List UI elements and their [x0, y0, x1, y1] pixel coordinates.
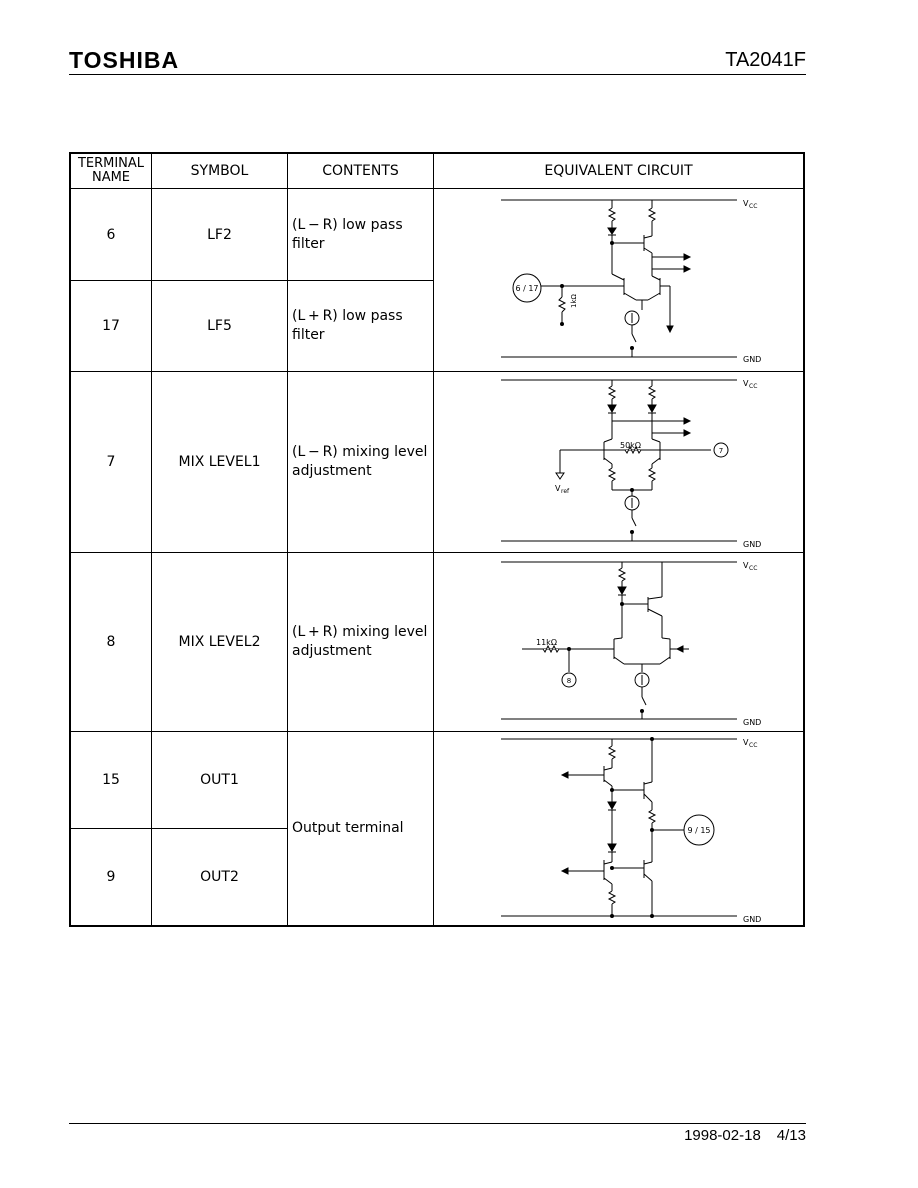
svg-text:V: V	[743, 199, 749, 208]
svg-text:8: 8	[567, 677, 571, 685]
document-date: 1998-02-18	[684, 1127, 761, 1144]
terminal-symbol: LF2	[207, 226, 232, 243]
circuit-output: V CC GND	[501, 737, 761, 924]
header-contents: CONTENTS	[322, 163, 399, 179]
circuit-mix-level1: V CC GND 7 50kΩ	[501, 379, 761, 549]
col-divider	[151, 154, 152, 925]
svg-text:7: 7	[719, 447, 723, 455]
terminal-symbol: LF5	[207, 318, 232, 334]
terminal-number: 7	[106, 454, 116, 470]
part-number: TA2041F	[725, 49, 806, 71]
svg-text:V: V	[743, 379, 749, 388]
footer-rule	[69, 1123, 806, 1124]
svg-text:CC: CC	[749, 565, 757, 572]
svg-text:11kΩ: 11kΩ	[536, 638, 557, 647]
terminal-contents: (L − R) mixing level adjustment	[292, 444, 428, 479]
svg-text:GND: GND	[743, 540, 761, 549]
svg-text:ref: ref	[561, 488, 570, 495]
svg-text:CC: CC	[749, 383, 757, 390]
svg-text:9 / 15: 9 / 15	[687, 826, 710, 835]
svg-text:1kΩ: 1kΩ	[570, 293, 578, 308]
terminal-symbol: OUT1	[200, 772, 239, 788]
circuit-lowpass-filter: V CC GND	[501, 199, 761, 364]
svg-text:6 / 17: 6 / 17	[515, 284, 538, 293]
svg-text:V: V	[555, 484, 561, 493]
svg-text:GND: GND	[743, 355, 761, 364]
page-footer: 1998-02-18 4/13	[684, 1127, 806, 1144]
terminal-number: 9	[106, 869, 116, 885]
svg-text:GND: GND	[743, 915, 761, 924]
terminal-number: 8	[106, 634, 116, 650]
terminal-number: 15	[102, 772, 120, 788]
svg-text:50kΩ: 50kΩ	[620, 441, 641, 450]
row-divider	[71, 188, 803, 189]
terminal-number: 6	[106, 226, 116, 243]
terminal-table: TERMINAL NAME SYMBOL CONTENTS EQUIVALENT…	[69, 152, 805, 927]
svg-text:V: V	[743, 738, 749, 747]
svg-text:CC: CC	[749, 742, 757, 749]
terminal-contents: (L + R) mixing level adjustment	[292, 624, 428, 659]
page-number: 4/13	[776, 1127, 806, 1144]
terminal-number: 17	[102, 318, 120, 334]
row-divider	[71, 371, 803, 372]
terminal-symbol: MIX LEVEL1	[178, 454, 261, 470]
header-rule	[69, 74, 806, 75]
svg-text:GND: GND	[743, 718, 761, 727]
equivalent-circuits: V CC GND	[501, 199, 761, 924]
row-divider	[71, 280, 433, 281]
col-divider	[433, 154, 434, 925]
svg-text:V: V	[743, 561, 749, 570]
terminal-contents: Output terminal	[292, 820, 404, 836]
row-divider	[71, 828, 287, 829]
terminal-contents: (L − R) low pass filter	[292, 216, 403, 252]
terminal-contents: (L + R) low pass filter	[292, 308, 403, 343]
col-divider	[287, 154, 288, 925]
header-terminal-name: TERMINAL NAME	[77, 156, 145, 185]
header-symbol: SYMBOL	[190, 163, 249, 179]
header-equivalent-circuit: EQUIVALENT CIRCUIT	[544, 163, 693, 179]
terminal-symbol: OUT2	[200, 869, 239, 885]
row-divider	[71, 552, 803, 553]
row-divider	[71, 731, 803, 732]
toshiba-logo: TOSHIBA	[69, 47, 180, 73]
svg-text:CC: CC	[749, 203, 757, 210]
terminal-symbol: MIX LEVEL2	[178, 634, 261, 650]
circuit-mix-level2: V CC GND	[501, 561, 761, 727]
